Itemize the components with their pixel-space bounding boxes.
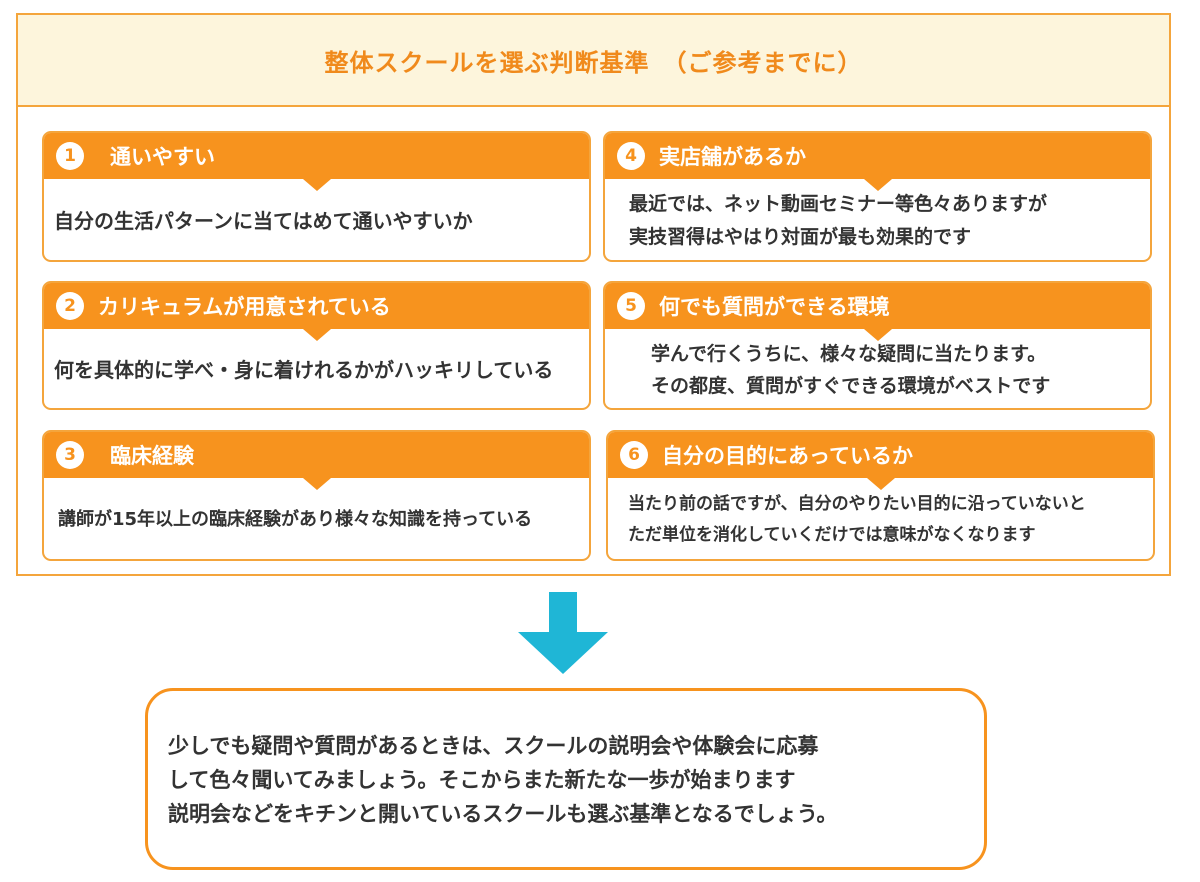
criteria-card-1: 1 通いやすい 自分の生活パターンに当てはめて通いやすいか [42,131,591,262]
number-badge: 6 [620,441,648,469]
card-body: 当たり前の話ですが、自分のやりたい目的に沿っていないと ただ単位を消化していくだ… [608,480,1153,559]
summary-line: 説明会などをキチンと開いているスクールも選ぶ基準となるでしょう。 [168,802,838,826]
card-text-line: 学んで行くうちに、様々な疑問に当たります。 [651,342,1047,365]
criteria-card-5: 5 何でも質問ができる環境 学んで行くうちに、様々な疑問に当たります。 その都度… [603,281,1152,410]
number-badge: 1 [56,142,84,170]
card-text-line: 自分の生活パターンに当てはめて通いやすいか [54,208,473,233]
card-header: 2 カリキュラムが用意されている [44,283,589,341]
card-text-line: 何を具体的に学べ・身に着けれるかがハッキリしている [54,357,554,382]
card-body: 学んで行くうちに、様々な疑問に当たります。 その都度、質問がすぐできる環境がベス… [605,331,1150,408]
card-title: 何でも質問ができる環境 [659,295,890,319]
card-header: 3 臨床経験 [44,432,589,490]
summary-line: して色々聞いてみましょう。そこからまた新たな一歩が始まります [168,768,796,792]
card-text-line: 当たり前の話ですが、自分のやりたい目的に沿っていないと [628,493,1086,514]
card-text-line: その都度、質問がすぐできる環境がベストです [651,374,1051,397]
panel-header: 整体スクールを選ぶ判断基準 （ご参考までに） [18,15,1169,107]
card-title: 自分の目的にあっているか [662,444,913,468]
criteria-card-2: 2 カリキュラムが用意されている 何を具体的に学べ・身に着けれるかがハッキリして… [42,281,591,410]
card-body: 自分の生活パターンに当てはめて通いやすいか [44,181,589,260]
card-header: 4 実店舗があるか [605,133,1150,191]
card-title: 実店舗があるか [659,145,806,169]
criteria-card-3: 3 臨床経験 講師が15年以上の臨床経験があり様々な知識を持っている [42,430,591,561]
criteria-card-4: 4 実店舗があるか 最近では、ネット動画セミナー等色々ありますが 実技習得はやは… [603,131,1152,262]
card-text-line: 講師が15年以上の臨床経験があり様々な知識を持っている [58,508,533,530]
card-text-line: 実技習得はやはり対面が最も効果的です [629,225,972,248]
card-title: 臨床経験 [110,444,194,468]
card-body: 何を具体的に学べ・身に着けれるかがハッキリしている [44,331,589,408]
number-badge: 5 [617,292,645,320]
criteria-card-6: 6 自分の目的にあっているか 当たり前の話ですが、自分のやりたい目的に沿っていな… [606,430,1155,561]
card-text-line: ただ単位を消化していくだけでは意味がなくなります [628,524,1036,545]
arrow-down-icon [518,592,608,674]
number-badge: 4 [617,142,645,170]
card-body: 最近では、ネット動画セミナー等色々ありますが 実技習得はやはり対面が最も効果的で… [605,181,1150,260]
card-header: 5 何でも質問ができる環境 [605,283,1150,341]
number-badge: 3 [56,441,84,469]
card-header: 6 自分の目的にあっているか [608,432,1153,490]
summary-line: 少しでも疑問や質問があるときは、スクールの説明会や体験会に応募 [168,734,819,758]
summary-box: 少しでも疑問や質問があるときは、スクールの説明会や体験会に応募 して色々聞いてみ… [145,688,987,870]
card-title: 通いやすい [110,145,215,169]
page-title: 整体スクールを選ぶ判断基準 （ご参考までに） [324,48,863,77]
number-badge: 2 [56,292,84,320]
card-header: 1 通いやすい [44,133,589,191]
card-title: カリキュラムが用意されている [98,295,391,319]
card-text-line: 最近では、ネット動画セミナー等色々ありますが [629,192,1048,215]
card-body: 講師が15年以上の臨床経験があり様々な知識を持っている [44,480,589,559]
